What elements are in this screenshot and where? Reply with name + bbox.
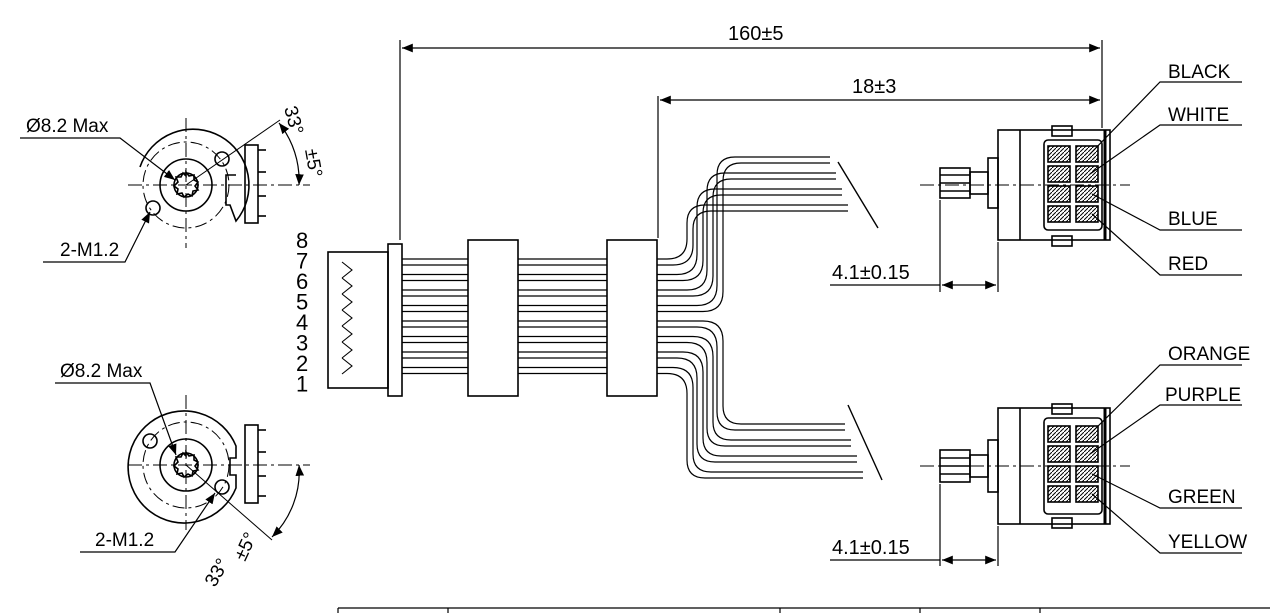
front-view-upper	[20, 118, 310, 263]
wire-labels-upper: BLACK WHITE BLUE RED	[1168, 62, 1231, 275]
motor-side-view-lower	[920, 403, 1130, 529]
wire-leaders-upper	[1089, 81, 1242, 276]
angle-tol-lower: ±5°	[230, 529, 261, 564]
gear-icon	[172, 449, 200, 479]
wire-strand	[402, 366, 863, 473]
wire-strand	[402, 326, 845, 431]
dimension-lines	[399, 40, 1103, 566]
svg-text:±5°: ±5°	[300, 147, 326, 179]
clamp-2	[606, 239, 658, 397]
wire-label-purple: PURPLE	[1165, 385, 1241, 406]
wire-strand	[402, 320, 845, 425]
terminal-block	[244, 144, 259, 224]
motor-body-outline	[139, 128, 250, 223]
wire-labels-lower: ORANGE PURPLE GREEN YELLOW	[1165, 344, 1250, 553]
wire-strand	[402, 178, 836, 297]
diameter-leader	[20, 137, 176, 181]
wire-strip-label: 18±3	[852, 76, 896, 98]
pin-number: 2	[296, 351, 308, 376]
shaft-upper-label: 4.1±0.15	[832, 262, 910, 284]
connector-flange	[387, 243, 403, 397]
angle-label-lower: 33°	[201, 555, 234, 590]
wire-harness	[402, 156, 863, 479]
wire-strand	[402, 162, 830, 313]
wire-label-yellow: YELLOW	[1168, 532, 1247, 553]
diameter-label-upper: Ø8.2 Max	[26, 116, 109, 137]
wire-strand	[402, 357, 857, 463]
terminal-pads	[1047, 425, 1099, 503]
terminal-block	[244, 424, 259, 504]
holes-leader	[80, 492, 216, 553]
shaft-lower-label: 4.1±0.15	[832, 537, 910, 559]
angle-arc	[278, 122, 304, 186]
wire-leaders-lower	[1089, 364, 1242, 554]
wire-strand	[402, 335, 851, 441]
connector-contacts	[341, 261, 353, 375]
wire-strand	[402, 188, 842, 276]
harness-clamps	[467, 239, 658, 397]
gear-icon	[172, 169, 200, 199]
motor-side-view-upper	[920, 125, 1130, 247]
mount-hole-b	[214, 479, 230, 495]
pin-number: 5	[296, 290, 308, 315]
wire-label-green: GREEN	[1168, 487, 1236, 508]
wire-label-orange: ORANGE	[1168, 344, 1250, 365]
diameter-label-lower: Ø8.2 Max	[60, 361, 143, 382]
pin-number: 8	[296, 228, 308, 253]
wire-strand	[402, 204, 848, 260]
clamp-1	[467, 239, 519, 397]
connector-housing	[327, 251, 389, 389]
terminal-pads	[1047, 145, 1099, 223]
wire-strand	[402, 156, 830, 307]
front-view-lower	[55, 382, 310, 553]
holes-leader	[43, 211, 151, 263]
wire-label-black: BLACK	[1168, 62, 1231, 83]
wire-label-blue: BLUE	[1168, 209, 1218, 230]
overall-length-label: 160±5	[728, 23, 783, 45]
wire-strand	[402, 341, 851, 447]
angle-arc	[271, 464, 305, 538]
angle-tol-upper: ±5°	[300, 147, 326, 179]
pin-number: 7	[296, 249, 308, 274]
mount-hole-a	[214, 151, 230, 167]
mount-hole-b	[145, 200, 161, 216]
holes-label-lower: 2-M1.2	[95, 530, 154, 551]
wire-strand	[402, 172, 836, 291]
connector	[327, 243, 403, 397]
wire-label-white: WHITE	[1168, 105, 1229, 126]
diameter-leader	[55, 382, 177, 456]
wire-label-red: RED	[1168, 254, 1208, 275]
pin-number: 1	[296, 372, 308, 397]
wire-strand	[402, 194, 842, 282]
angle-label-upper: 33°	[279, 104, 307, 137]
pin-number: 4	[296, 310, 308, 335]
holes-label-upper: 2-M1.2	[60, 240, 119, 261]
motor-body-outline	[127, 410, 237, 524]
svg-text:±5°: ±5°	[230, 529, 261, 564]
wire-strand	[402, 351, 857, 457]
pin-number: 6	[296, 269, 308, 294]
svg-text:33°: 33°	[201, 555, 234, 590]
wire-strand	[402, 210, 848, 266]
wire-strand	[402, 372, 863, 479]
title-block-edge	[337, 607, 1270, 613]
svg-text:33°: 33°	[279, 104, 307, 137]
mount-hole-a	[142, 433, 158, 449]
pin-number: 3	[296, 331, 308, 356]
break-lines	[837, 161, 883, 481]
